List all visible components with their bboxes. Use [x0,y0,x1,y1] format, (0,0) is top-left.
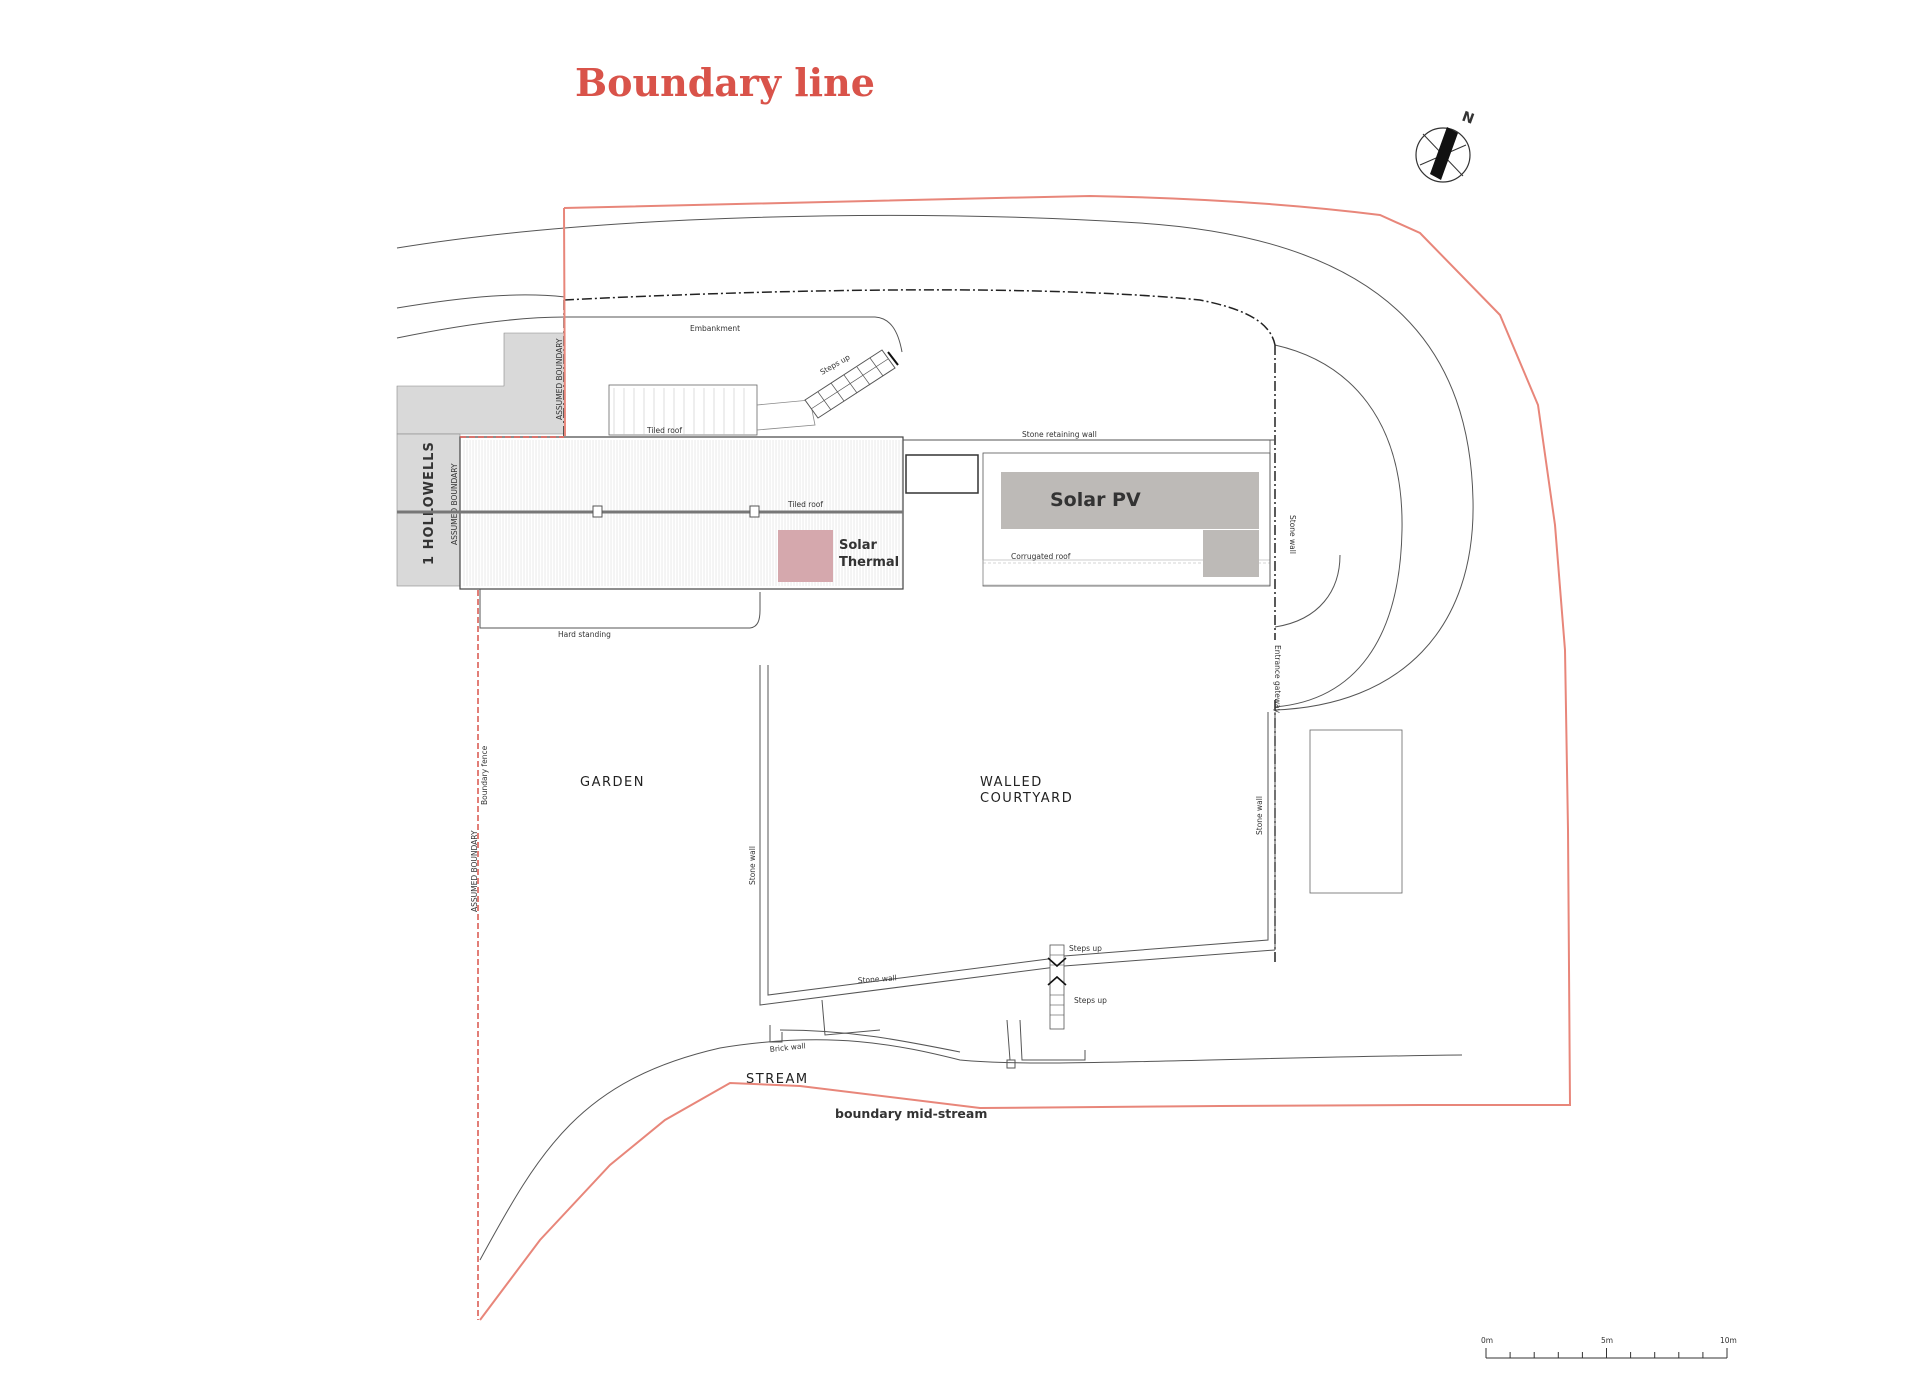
garden-label: GARDEN [580,775,645,790]
solar-pv-panel-lower [1203,530,1259,577]
steps-up-2-label: Steps up [1074,996,1107,1005]
north-label: N [1460,109,1476,128]
brick-wall: Brick wall [769,999,1086,1069]
neighbour-property: 1 HOLLOWELLS ASSUMED BOUNDARY ASSUMED BO… [396,332,566,587]
boundary-mid-stream-label: boundary mid-stream [835,1106,987,1121]
embankment-label: Embankment [690,324,740,333]
corrugated-roof-label: Corrugated roof [1011,552,1071,561]
outbuilding-top: Tiled roof [608,384,816,436]
stone-wall-right-label: Stone wall [1255,796,1264,835]
scale-tick-10: 10m [1720,1336,1737,1345]
tiled-roof-top-label: Tiled roof [646,426,682,435]
assumed-boundary-lower-label: ASSUMED BOUNDARY [470,830,479,912]
stream-banks [479,1029,1463,1261]
courtyard-walls: Stone wall Stone wall Stone wall [748,665,1276,1006]
steps-up-1-label: Steps up [1069,944,1102,953]
hard-standing [479,589,761,629]
stone-wall-bottom-label: Stone wall [858,973,897,985]
assumed-boundary-mid-label: ASSUMED BOUNDARY [450,463,459,545]
solar-pv-label: Solar PV [1050,489,1141,511]
stone-wall-left-label: Stone wall [748,846,757,885]
entrance-gateway-label: Entrance gateway [1273,645,1282,714]
outbuilding-lower-right [1309,729,1403,894]
solar-pv-panel [1001,472,1259,529]
stream-label: STREAM [746,1072,809,1087]
solar-thermal-label-1: Solar [839,538,878,553]
boundary-fence-label: Boundary fence [480,745,489,805]
stone-wall-right-top-label: Stone wall [1288,515,1297,554]
brick-wall-label: Brick wall [769,1041,806,1054]
page-title: Boundary line [575,60,875,105]
road-lines [396,214,1474,711]
walled-label: WALLED [980,775,1043,790]
main-house: Tiled roof Solar Thermal [397,436,904,590]
scale-tick-0: 0m [1481,1336,1493,1345]
assumed-boundary-dashed-red [460,436,564,1320]
hard-standing-label: Hard standing [558,630,611,639]
north-compass-icon: N [1415,109,1476,183]
solar-thermal-panel [778,530,833,582]
site-boundary-line [479,194,1572,1321]
solar-thermal-label-2: Thermal [839,555,899,570]
stone-retaining-wall-label: Stone retaining wall [1022,430,1097,439]
tiled-roof-ridge-label: Tiled roof [787,500,823,509]
courtyard-label: COURTYARD [980,791,1073,806]
hollowells-label: 1 HOLLOWELLS [422,441,437,565]
scale-bar: 0m 5m 10m [1481,1336,1737,1359]
assumed-boundary-top-label: ASSUMED BOUNDARY [555,338,564,420]
scale-tick-5: 5m [1601,1336,1613,1345]
barn-corrugated: Stone retaining wall Solar PV Corrugated… [903,430,1297,587]
steps-top: Steps up [804,349,899,419]
steps-lower: Steps up Steps up [1047,944,1107,1030]
